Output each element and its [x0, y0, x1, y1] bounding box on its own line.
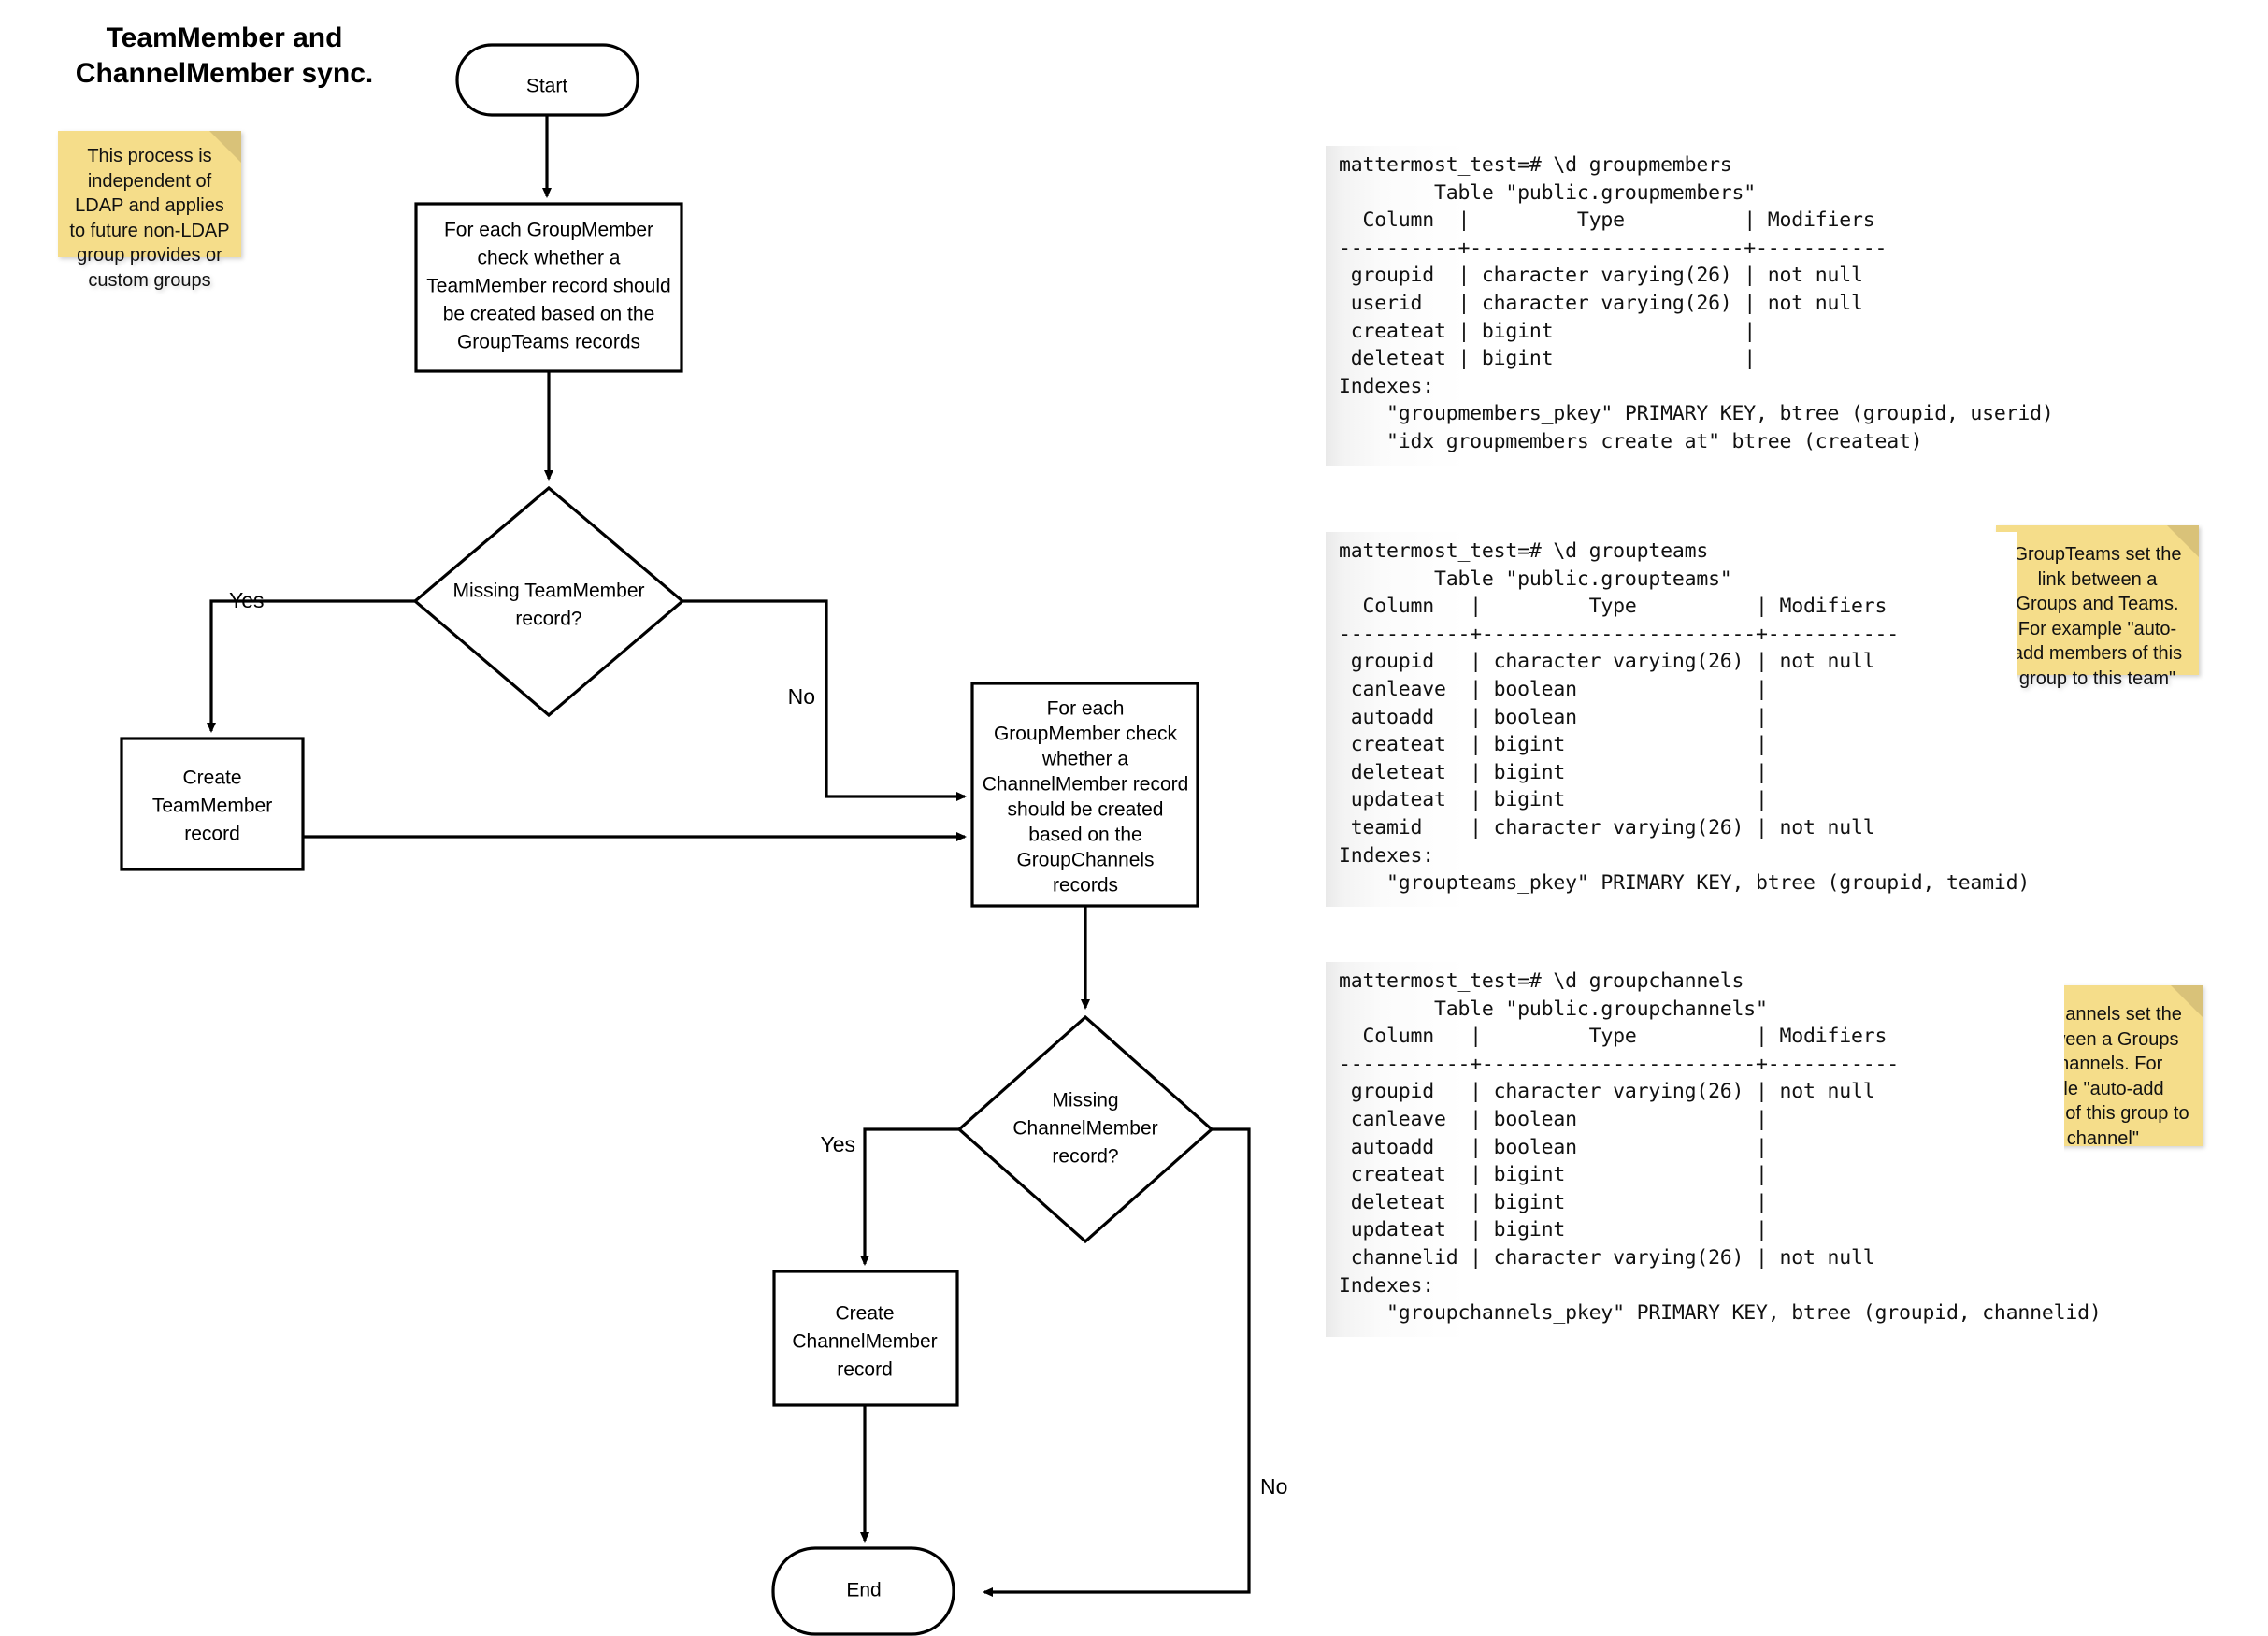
node-decision-channelmember-line-1: ChannelMember	[1012, 1118, 1157, 1140]
node-create-teammember-line-0: Create	[182, 768, 241, 789]
node-create-teammember-shape	[120, 737, 305, 871]
node-process-channelmember-line-4: should be created	[1008, 799, 1164, 821]
node-start[interactable]: Start	[455, 43, 639, 117]
node-end-label: End	[846, 1580, 881, 1601]
node-process-teammember-line-0: For each GroupMember	[444, 220, 653, 241]
edge-decision-teammember-no	[682, 599, 967, 801]
node-process-teammember-line-2: TeamMember record should	[426, 276, 670, 297]
node-decision-teammember-line-1: record?	[515, 609, 581, 630]
sticky-note-ldap: This process is independent of LDAP and …	[58, 131, 241, 291]
node-create-channelmember-line-2: record	[837, 1359, 893, 1381]
node-process-teammember-line-4: GroupTeams records	[457, 332, 640, 353]
edge-decision-teammember-yes	[207, 599, 415, 733]
node-process-channelmember-line-7: records	[1053, 875, 1118, 897]
terminal-output-groupchannels: mattermost_test=# \d groupchannels Table…	[1326, 962, 2102, 1337]
node-end[interactable]: End	[771, 1546, 955, 1636]
node-decision-channelmember-shape	[956, 1014, 1214, 1244]
node-process-teammember-line-1: check whether a	[478, 248, 621, 269]
node-process-channelmember-line-0: For each	[1047, 698, 1125, 720]
node-process-channelmember[interactable]: For each GroupMember check whether a Cha…	[970, 682, 1199, 908]
flowchart: Start For each GroupMember check whether…	[120, 43, 1287, 1636]
node-decision-channelmember[interactable]: Missing ChannelMember record?	[956, 1014, 1214, 1244]
node-start-label: Start	[526, 76, 568, 97]
node-end-shape	[771, 1546, 955, 1636]
node-decision-channelmember-line-0: Missing	[1052, 1090, 1118, 1112]
node-process-teammember-line-3: be created based on the	[443, 304, 655, 325]
edge-decision-channelmember-yes	[860, 1127, 959, 1266]
node-process-teammember[interactable]: For each GroupMember check whether a Tea…	[414, 202, 683, 373]
edge-decision-channelmember-no	[983, 1127, 1251, 1597]
node-decision-teammember[interactable]: Missing TeamMember record?	[412, 485, 685, 718]
sticky-note-groupteams: GroupTeams set the link between a Groups…	[1996, 525, 2199, 689]
node-process-channelmember-line-2: whether a	[1041, 749, 1129, 770]
node-create-teammember-line-1: TeamMember	[152, 796, 272, 817]
node-decision-teammember-shape	[412, 485, 685, 718]
node-create-channelmember-line-0: Create	[835, 1303, 894, 1325]
sticky-note-ldap-text: This process is independent of LDAP and …	[69, 146, 230, 291]
edge-label-teammember-no: No	[788, 684, 815, 709]
node-create-teammember[interactable]: Create TeamMember record	[120, 737, 305, 871]
node-process-channelmember-shape	[970, 682, 1199, 908]
node-process-channelmember-line-1: GroupMember check	[994, 724, 1178, 745]
terminal-output-groupteams: mattermost_test=# \d groupteams Table "p…	[1326, 532, 2030, 907]
edge-label-channelmember-no: No	[1260, 1474, 1287, 1499]
node-create-channelmember-line-1: ChannelMember	[792, 1331, 937, 1353]
node-create-channelmember-shape	[772, 1270, 959, 1407]
node-decision-channelmember-line-2: record?	[1052, 1146, 1118, 1168]
node-process-channelmember-line-6: GroupChannels	[1016, 850, 1154, 871]
node-create-channelmember[interactable]: Create ChannelMember record	[772, 1270, 959, 1407]
edge-label-channelmember-yes: Yes	[820, 1132, 855, 1156]
page-title: TeamMember and ChannelMember sync.	[75, 22, 374, 90]
node-process-channelmember-line-3: ChannelMember record	[983, 774, 1189, 796]
node-process-channelmember-line-5: based on the	[1028, 825, 1141, 846]
edge-label-teammember-yes: Yes	[229, 588, 265, 612]
node-process-teammember-shape	[414, 202, 683, 373]
sticky-note-groupteams-text: GroupTeams set the link between a Groups…	[2012, 544, 2183, 689]
node-decision-teammember-line-0: Missing TeamMember	[452, 581, 644, 602]
node-create-teammember-line-2: record	[184, 824, 240, 845]
terminal-output-groupmembers: mattermost_test=# \d groupmembers Table …	[1326, 146, 2054, 466]
